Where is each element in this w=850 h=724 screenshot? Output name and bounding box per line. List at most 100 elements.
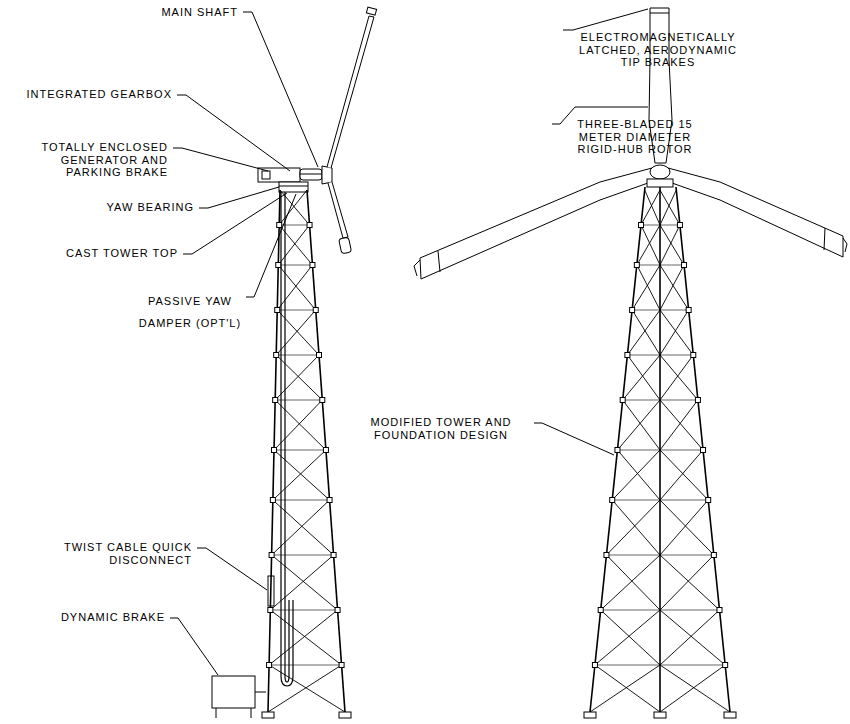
rotor-hub	[650, 165, 670, 179]
horizontal-strut	[277, 310, 315, 311]
bolted-joint	[615, 448, 620, 453]
horizontal-strut	[269, 665, 341, 666]
leader-line	[170, 618, 218, 675]
cross-brace	[274, 450, 330, 500]
cross-brace	[275, 355, 319, 400]
tower-leg	[307, 190, 345, 712]
horizontal-strut	[623, 400, 698, 401]
cross-brace	[276, 355, 322, 400]
bolted-joint	[276, 263, 281, 268]
leader-line	[177, 95, 290, 171]
horizontal-strut	[612, 500, 708, 501]
cross-brace	[660, 310, 689, 355]
cross-brace	[660, 450, 703, 500]
tower-leg	[676, 187, 730, 712]
bolted-joint	[327, 498, 332, 503]
bolted-joint	[677, 223, 682, 228]
cross-brace	[637, 225, 660, 265]
cross-brace	[660, 665, 725, 712]
tower-leg	[268, 190, 280, 712]
lattice-towers	[262, 187, 736, 718]
foundation-pad	[262, 712, 274, 718]
twist-cable	[281, 192, 293, 686]
bolted-joint	[310, 263, 315, 268]
cross-brace	[632, 265, 660, 310]
leader-line	[199, 187, 279, 208]
box-leg	[251, 708, 252, 718]
cross-brace	[632, 310, 660, 355]
cross-brace	[660, 610, 725, 665]
horizontal-strut	[275, 400, 322, 401]
bolted-joint	[277, 223, 282, 228]
tip-brake-joint	[438, 251, 440, 272]
cross-brace	[595, 610, 660, 665]
cast-tower-top	[279, 182, 308, 192]
cross-brace	[270, 555, 333, 610]
brake-cable	[255, 692, 266, 693]
cross-brace	[606, 500, 660, 555]
foundation-pad	[584, 712, 596, 718]
cross-brace	[269, 665, 345, 712]
cross-brace	[601, 610, 660, 665]
part-label: TOTALLY ENCLOSED GENERATOR AND PARKING B…	[18, 141, 168, 179]
bolted-joint	[272, 448, 277, 453]
leader-line	[183, 193, 287, 254]
leader-line	[243, 12, 318, 167]
cross-brace	[273, 500, 334, 555]
bolted-joint	[323, 448, 328, 453]
tower-leg	[590, 187, 645, 712]
rotor-hub	[322, 166, 332, 184]
cross-brace	[660, 500, 714, 555]
foundation-pad	[724, 712, 736, 718]
cross-brace	[637, 265, 660, 310]
yaw-bearing	[279, 186, 308, 187]
part-label: ELECTROMAGNETICALLY LATCHED, AERODYNAMIC…	[568, 31, 748, 69]
horizontal-strut	[606, 555, 713, 556]
cross-brace	[278, 265, 315, 310]
cross-brace	[623, 400, 660, 450]
cross-brace	[270, 610, 341, 665]
cross-brace	[641, 225, 660, 265]
part-label: YAW BEARING	[107, 201, 194, 214]
cross-brace	[272, 555, 338, 610]
cast-tower-top	[647, 179, 673, 187]
cross-brace	[660, 355, 698, 400]
bolted-joint	[634, 263, 639, 268]
part-label: CAST TOWER TOP	[66, 247, 178, 260]
bolted-joint	[706, 498, 711, 503]
cross-brace	[601, 555, 660, 610]
cross-brace	[606, 555, 660, 610]
bolted-joint	[268, 608, 273, 613]
rotor-blade	[668, 168, 843, 257]
leader-line	[563, 9, 648, 30]
part-label: MODIFIED TOWER AND FOUNDATION DESIGN	[352, 416, 530, 441]
bolted-joint	[592, 663, 597, 668]
tip-brake	[366, 7, 376, 15]
horizontal-strut	[272, 555, 334, 556]
bolted-joint	[711, 553, 716, 558]
horizontal-strut	[276, 355, 319, 356]
bolted-joint	[274, 353, 279, 358]
bolted-joint	[267, 663, 272, 668]
cross-brace	[612, 500, 660, 555]
cross-brace	[641, 190, 660, 225]
bolted-joint	[723, 663, 728, 668]
cross-brace	[276, 310, 316, 355]
bolted-joint	[307, 223, 312, 228]
cross-brace	[660, 555, 714, 610]
bolted-joint	[682, 263, 687, 268]
cross-brace	[269, 610, 337, 665]
bolted-joint	[317, 353, 322, 358]
cross-brace	[268, 665, 342, 712]
horizontal-strut	[278, 265, 312, 266]
cross-brace	[660, 610, 720, 665]
bolted-joint	[620, 398, 625, 403]
horizontal-strut	[273, 500, 330, 501]
cross-brace	[660, 400, 698, 450]
horizontal-strut	[641, 225, 680, 226]
cross-brace	[660, 355, 693, 400]
cross-brace	[617, 400, 660, 450]
cross-brace	[273, 450, 326, 500]
bolted-joint	[701, 448, 706, 453]
cross-brace	[275, 400, 326, 450]
